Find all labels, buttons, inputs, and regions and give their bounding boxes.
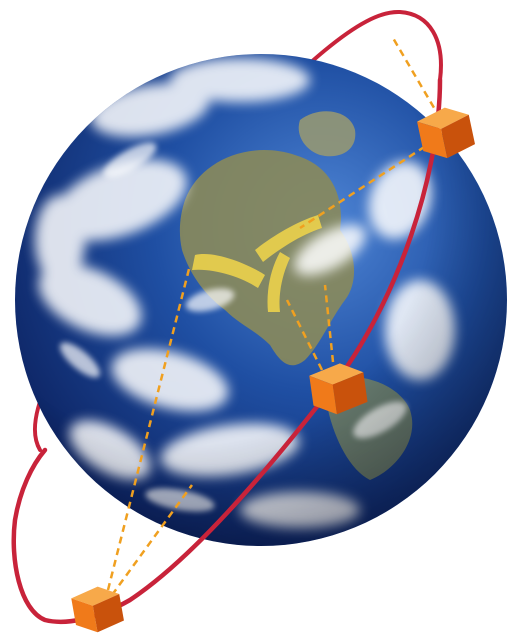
satellite-top-right: [417, 107, 476, 159]
link-bottom-sat-to-globe: [110, 484, 194, 596]
satellite-middle: [309, 363, 368, 415]
link-top-sat-to-ground: [299, 138, 436, 230]
coverage-beams: [192, 215, 322, 312]
link-mid-sat-to-ground-a: [285, 299, 324, 371]
satellite-bottom-left: [71, 586, 124, 633]
link-top-sat-to-orbit: [391, 37, 442, 119]
link-lines: [106, 37, 442, 596]
orbit-front-segment: [11, 77, 443, 625]
link-mid-sat-to-ground-b: [323, 284, 335, 363]
link-bottom-sat-to-ground: [106, 264, 192, 591]
